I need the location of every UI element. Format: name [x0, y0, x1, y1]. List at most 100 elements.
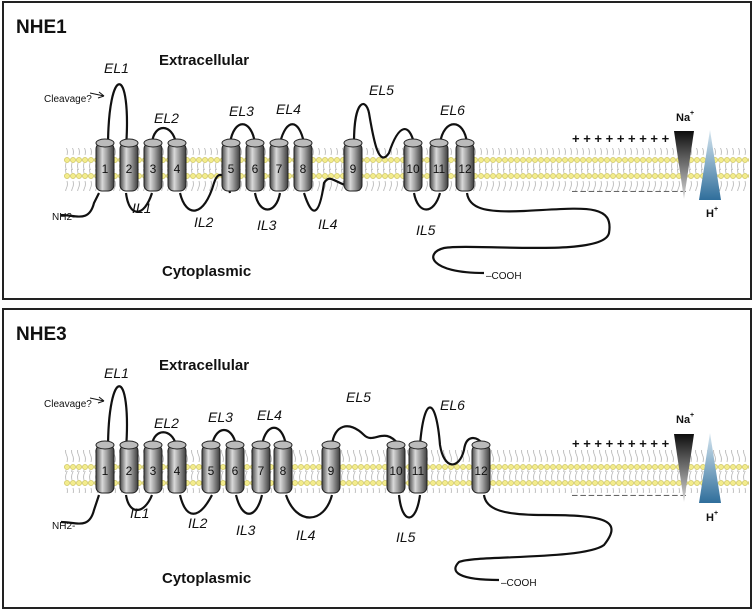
- membrane-outer-leaflet: [64, 450, 749, 472]
- loop-el5: [330, 425, 400, 446]
- helix-label-4: 4: [174, 162, 181, 176]
- helix-4: [167, 440, 187, 494]
- loop-il3: [234, 494, 264, 515]
- loop-il1: [124, 494, 154, 512]
- loop-label-il3: IL3: [257, 217, 277, 233]
- helix-label-6: 6: [232, 464, 239, 478]
- loop-label-el1: EL1: [104, 60, 129, 76]
- svg-text:+: +: [690, 412, 694, 419]
- panel-title: NHE3: [16, 324, 67, 345]
- helix-6: [245, 138, 265, 192]
- extracellular-label: Extracellular: [159, 52, 249, 69]
- helix-label-5: 5: [228, 162, 235, 176]
- panel-title: NHE1: [16, 17, 67, 38]
- negative-charges: – – – – – – – – – – – – – –: [572, 186, 686, 197]
- na-ion-label: Na: [676, 112, 691, 124]
- loop-label-el1: EL1: [104, 365, 129, 381]
- helix-5: [201, 440, 221, 494]
- nhe3-panel: NHE3 Extracellular Cytoplasmic: [2, 308, 752, 609]
- nhe1-panel: NHE1 Extracellular Cytoplasmic: [2, 1, 752, 300]
- helix-12: [455, 138, 475, 192]
- polypeptide-chain: [60, 385, 613, 582]
- n-terminal-tail: [60, 192, 100, 218]
- h-ion-label: H: [706, 208, 714, 220]
- helix-label-11: 11: [412, 464, 425, 478]
- helix-label-3: 3: [150, 162, 157, 176]
- cleavage-arrow: [89, 92, 105, 97]
- helices: [95, 138, 475, 192]
- helix-label-1: 1: [102, 464, 109, 478]
- c-terminus-label: –COOH: [486, 271, 522, 282]
- loop-label-el5: EL5: [369, 82, 394, 98]
- helix-11: [408, 440, 428, 494]
- nhe1-diagram: NHE1 Extracellular Cytoplasmic: [16, 17, 749, 282]
- loop-label-el4: EL4: [276, 101, 301, 117]
- h-gradient-wedge: [699, 433, 721, 503]
- helix-label-4: 4: [174, 464, 181, 478]
- n-terminus-label: NH2-: [52, 212, 75, 223]
- helix-label-6: 6: [252, 162, 259, 176]
- loop-label-il2: IL2: [188, 515, 208, 531]
- loop-label-el6: EL6: [440, 397, 465, 413]
- helix-label-9: 9: [350, 162, 357, 176]
- helix-label-1: 1: [102, 162, 109, 176]
- helix-label-11: 11: [433, 162, 446, 176]
- helix-label-5: 5: [208, 464, 215, 478]
- loop-label-el2: EL2: [154, 415, 179, 431]
- loop-el6: [418, 406, 485, 466]
- na-gradient-wedge: [674, 434, 694, 502]
- loop-label-il4: IL4: [296, 527, 316, 543]
- cleavage-arrow: [89, 397, 105, 402]
- loop-el1: [106, 385, 128, 451]
- h-gradient-wedge: [699, 130, 721, 200]
- helix-2: [119, 138, 139, 192]
- helix-4: [167, 138, 187, 192]
- helix-3: [143, 138, 163, 192]
- cleavage-label: Cleavage?: [44, 94, 92, 105]
- helix-12: [471, 440, 491, 494]
- polypeptide-chain: [60, 83, 611, 275]
- svg-text:+: +: [690, 110, 694, 117]
- loop-label-il5: IL5: [416, 222, 436, 238]
- loop-label-el4: EL4: [257, 407, 282, 423]
- loop-label-il3: IL3: [236, 522, 256, 538]
- helix-label-7: 7: [276, 162, 283, 176]
- h-ion-label: H: [706, 512, 714, 524]
- loop-il4: [284, 494, 334, 519]
- n-terminus-label: NH2-: [52, 521, 75, 532]
- loop-label-il4: IL4: [318, 216, 338, 232]
- loop-label-el3: EL3: [229, 103, 254, 119]
- helix-5: [221, 138, 241, 192]
- helix-2: [119, 440, 139, 494]
- na-gradient-wedge: [674, 131, 694, 199]
- loop-label-el3: EL3: [208, 409, 233, 425]
- loop-il5: [397, 494, 422, 519]
- helix-label-8: 8: [280, 464, 287, 478]
- c-terminal-tail: [454, 494, 613, 582]
- helix-10: [403, 138, 423, 192]
- loop-il2: [178, 494, 213, 515]
- loop-label-il2: IL2: [194, 214, 214, 230]
- positive-charges: + + + + + + + + +: [572, 131, 670, 146]
- n-terminal-tail: [60, 494, 101, 525]
- helix-1: [95, 138, 115, 192]
- helices: [95, 440, 491, 494]
- loop-el6: [438, 123, 469, 144]
- c-terminal-tail: [432, 192, 611, 275]
- helix-9: [343, 138, 363, 192]
- loop-el4: [278, 123, 306, 144]
- loop-label-el2: EL2: [154, 110, 179, 126]
- helix-3: [143, 440, 163, 494]
- helix-10: [386, 440, 406, 494]
- helix-6: [225, 440, 245, 494]
- helix-8: [293, 138, 313, 192]
- nhe3-diagram: NHE3 Extracellular Cytoplasmic: [16, 324, 749, 589]
- loop-el4: [260, 426, 288, 446]
- loop-label-il5: IL5: [396, 529, 416, 545]
- negative-charges: – – – – – – – – – – – – – –: [572, 490, 686, 501]
- helix-label-10: 10: [406, 162, 420, 176]
- svg-text:+: +: [714, 206, 718, 213]
- loop-el1: [106, 83, 128, 149]
- helix-label-8: 8: [300, 162, 307, 176]
- loop-el5: [352, 103, 416, 159]
